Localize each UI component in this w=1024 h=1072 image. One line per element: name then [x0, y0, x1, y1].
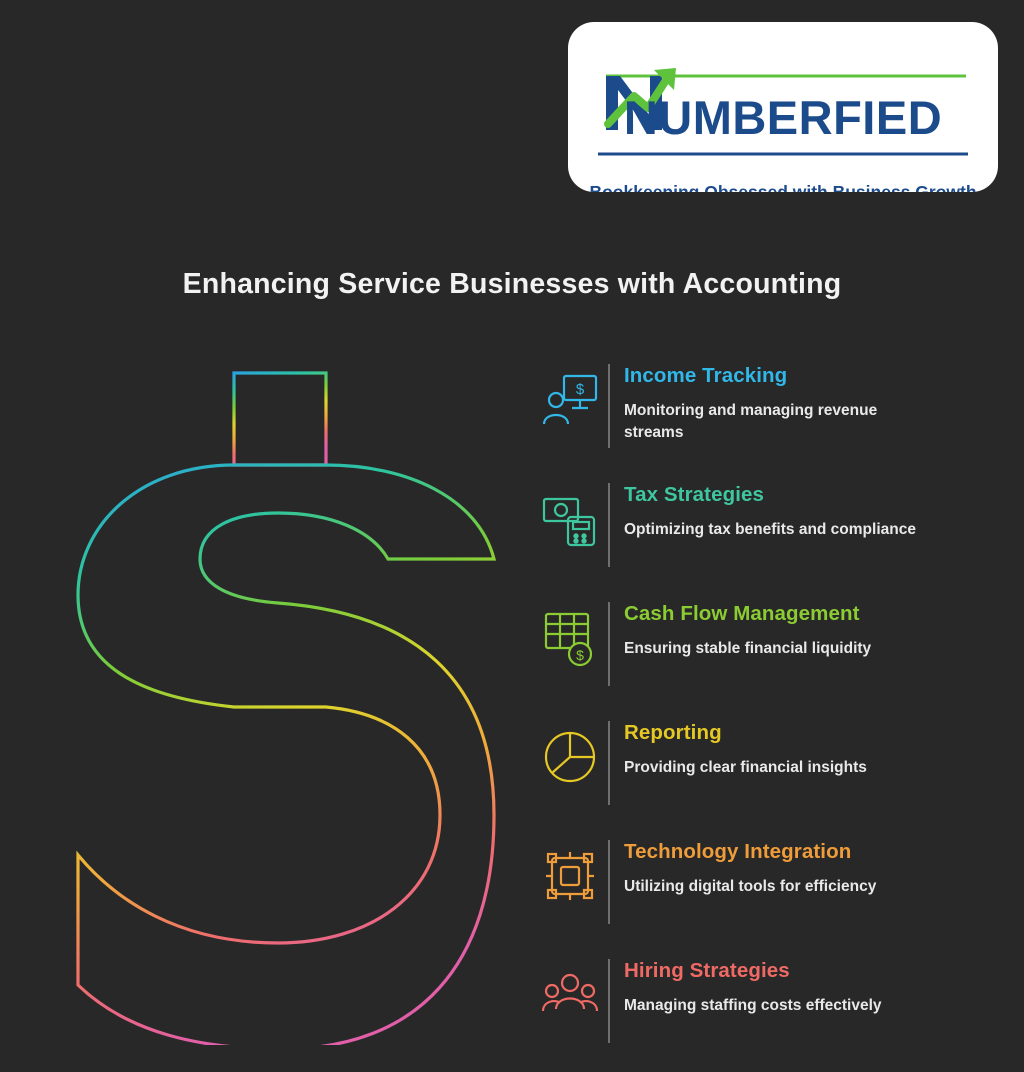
feature-title: Income Tracking	[624, 364, 788, 387]
brand-logo-card: NUMBERFIED Bookkeeping Obsessed with Bus…	[568, 22, 998, 192]
team-people-icon	[540, 953, 602, 1025]
feature-title: Reporting	[624, 721, 722, 744]
spreadsheet-dollar-icon: $	[540, 596, 602, 668]
logo-wordmark: NUMBERFIED	[623, 91, 943, 144]
chip-integration-icon	[540, 834, 602, 906]
feature-title: Tax Strategies	[624, 483, 765, 506]
feature-title: Hiring Strategies	[624, 959, 790, 982]
list-item[interactable]: $ Income Tracking Monitoring and managin…	[540, 358, 1010, 477]
feature-text: Income Tracking Monitoring and managing …	[624, 358, 1010, 444]
divider	[608, 721, 610, 805]
cash-calculator-icon	[540, 477, 602, 549]
upward-arrow-chart-icon	[604, 68, 676, 130]
feature-description: Optimizing tax benefits and compliance	[624, 520, 916, 538]
logo-tagline: Bookkeeping Obsessed with Business Growt…	[589, 182, 977, 192]
feature-description: Monitoring and managing revenue streams	[624, 401, 878, 441]
feature-title: Cash Flow Management	[624, 602, 860, 625]
page-title: Enhancing Service Businesses with Accoun…	[182, 268, 842, 300]
feature-text: Hiring Strategies Managing staffing cost…	[624, 953, 1010, 1017]
divider	[608, 483, 610, 567]
list-item[interactable]: Technology Integration Utilizing digital…	[540, 834, 1010, 953]
monitor-dollar-person-icon: $	[540, 358, 602, 430]
svg-text:$: $	[576, 647, 584, 663]
divider	[608, 959, 610, 1043]
pie-chart-icon	[540, 715, 602, 787]
feature-text: Cash Flow Management Ensuring stable fin…	[624, 596, 1010, 660]
svg-text:$: $	[576, 381, 585, 398]
divider	[608, 364, 610, 448]
feature-description: Utilizing digital tools for efficiency	[624, 877, 877, 895]
feature-description: Ensuring stable financial liquidity	[624, 639, 872, 657]
feature-text: Technology Integration Utilizing digital…	[624, 834, 1010, 898]
feature-description: Providing clear financial insights	[624, 758, 867, 776]
list-item[interactable]: Tax Strategies Optimizing tax benefits a…	[540, 477, 1010, 596]
feature-list: $ Income Tracking Monitoring and managin…	[540, 358, 1010, 1072]
feature-text: Tax Strategies Optimizing tax benefits a…	[624, 477, 1010, 541]
list-item[interactable]: Reporting Providing clear financial insi…	[540, 715, 1010, 834]
feature-title: Technology Integration	[624, 840, 852, 863]
divider	[608, 602, 610, 686]
feature-description: Managing staffing costs effectively	[624, 996, 882, 1014]
list-item[interactable]: Hiring Strategies Managing staffing cost…	[540, 953, 1010, 1072]
logo-inner: NUMBERFIED Bookkeeping Obsessed with Bus…	[568, 22, 998, 192]
dollar-sign-outline-gradient	[76, 371, 497, 1045]
divider	[608, 840, 610, 924]
list-item[interactable]: $ Cash Flow Management Ensuring stable f…	[540, 596, 1010, 715]
feature-text: Reporting Providing clear financial insi…	[624, 715, 1010, 779]
